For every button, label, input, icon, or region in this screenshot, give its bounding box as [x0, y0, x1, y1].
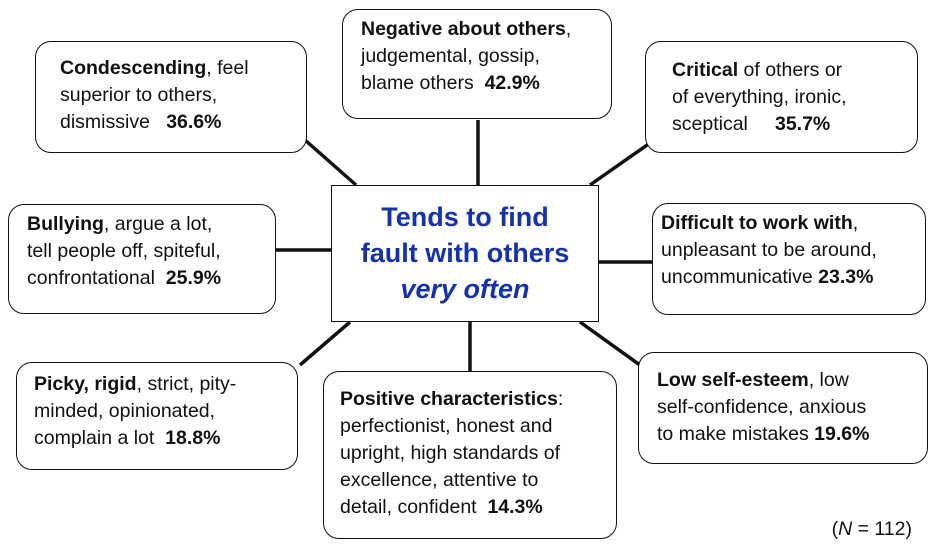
bullying-box: Bullying, argue a lot, tell people off, …: [8, 204, 276, 314]
critical-box: Critical of others or of everything, iro…: [645, 41, 918, 153]
critical-title: Critical: [672, 59, 739, 81]
bullying-percentage: 25.9%: [165, 267, 222, 289]
difficult-percentage: 23.3%: [818, 266, 874, 288]
negative-about-others-box: Negative about others, judgemental, goss…: [342, 9, 612, 119]
critical-percentage: 35.7%: [774, 113, 831, 135]
low-self-esteem-percentage: 19.6%: [814, 423, 870, 445]
bullying-title: Bullying: [27, 213, 104, 235]
connector-critical: [588, 141, 652, 187]
connector-picky: [298, 320, 352, 367]
connector-condescending: [303, 138, 358, 187]
positive-percentage: 14.3%: [487, 496, 543, 518]
low-self-esteem-box: Low self-esteem, low self-confidence, an…: [638, 352, 928, 464]
difficult-to-work-with-box: Difficult to work with, unpleasant to be…: [652, 203, 926, 315]
condescending-box: Condescending, feel superior to others, …: [35, 41, 307, 153]
picky-percentage: 18.8%: [165, 427, 221, 449]
picky-rigid-box: Picky, rigid, strict, pity- minded, opin…: [16, 362, 298, 470]
difficult-title: Difficult to work with: [661, 212, 853, 234]
positive-title: Positive characteristics: [340, 388, 558, 410]
condescending-title: Condescending: [60, 57, 207, 79]
negative-title: Negative about others: [361, 18, 566, 40]
picky-title: Picky, rigid: [34, 373, 137, 395]
negative-percentage: 42.9%: [484, 72, 540, 94]
central-concept-box: Tends to find fault with others very oft…: [331, 185, 599, 322]
low-self-esteem-title: Low self-esteem: [657, 369, 809, 391]
condescending-percentage: 36.6%: [166, 111, 222, 133]
sample-size-label: (N = 112): [831, 518, 912, 540]
positive-characteristics-box: Positive characteristics: perfectionist,…: [323, 371, 617, 539]
